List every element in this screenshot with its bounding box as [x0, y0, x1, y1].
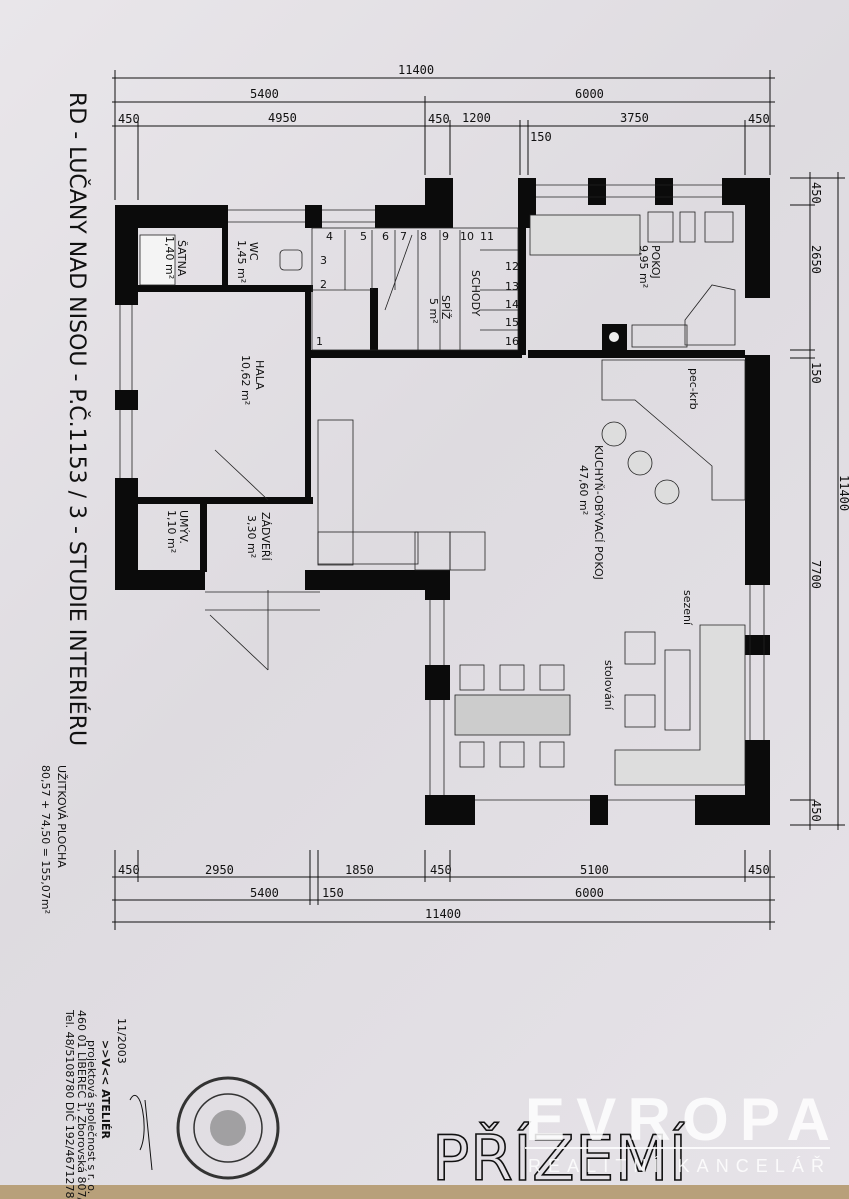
architect-stamp: [176, 1076, 280, 1180]
bottom-dimensions: 450 2950 1850 450 5100 450 5400 150 6000…: [112, 850, 775, 930]
floor-name: PŘÍZEMÍ: [432, 1122, 687, 1195]
dim-bot-m3: 6000: [575, 886, 604, 900]
dim-bot-d5: 5100: [580, 863, 609, 877]
stair-num: 11: [480, 230, 494, 243]
stair-num: 1: [316, 335, 323, 348]
room-labels: ŠATNA 1,40 m² WC 1,45 m² SCHODY SPÍŽ 5 m…: [163, 236, 700, 711]
label-sezeni: sezení: [681, 590, 694, 626]
room-zadveri-name: ZÁDVEŘÍ: [259, 512, 272, 561]
signature: [129, 1095, 153, 1171]
room-kuchyn-area: 47,60 m²: [577, 465, 590, 515]
dim-bot-d2: 2950: [205, 863, 234, 877]
dim-top-mid-2: 6000: [575, 87, 604, 101]
stair-num: 15: [505, 316, 519, 329]
usable-area-value: 80,57 + 74,50 = 155,07m²: [39, 765, 52, 914]
dim-bot-d1: 450: [118, 863, 140, 877]
watermark-sub: REALITNÍ KANCELÁŘ: [528, 1156, 828, 1176]
right-dimensions: 450 2650 150 7700 450 11400: [790, 172, 849, 830]
stair-num: 12: [505, 260, 519, 273]
dim-bot-m2: 150: [322, 886, 344, 900]
room-umyv-area: 1,10 m²: [165, 510, 178, 553]
room-wc-name: WC: [247, 242, 260, 261]
stair-num: 9: [442, 230, 449, 243]
dim-top-d1: 450: [118, 112, 140, 126]
date-handwritten: 11/2003: [115, 1018, 128, 1064]
room-hala-area: 10,62 m²: [239, 355, 252, 405]
dim-right-1: 450: [809, 182, 823, 204]
dim-right-total: 11400: [837, 475, 849, 511]
dim-top-d7: 450: [748, 112, 770, 126]
label-stolovani: stolování: [602, 660, 615, 711]
room-umyv-name: UMÝV.: [177, 510, 190, 544]
stair-num: 13: [505, 280, 519, 293]
room-pokoj-area: 9,95 m²: [637, 245, 650, 288]
dim-bot-d4: 450: [430, 863, 452, 877]
top-dimensions: 11400 5400 6000 450 4950 450 1200 150 37…: [112, 63, 775, 200]
dim-right-3: 150: [809, 362, 823, 384]
stair-num: 7: [400, 230, 407, 243]
stair-num: 14: [505, 298, 519, 311]
studio-block: 11/2003 >>V<< ATELIÉR projektová společn…: [63, 1009, 153, 1199]
room-spiz-area: 5 m²: [427, 298, 440, 324]
room-satna-area: 1,40 m²: [163, 236, 176, 279]
stair-num: 10: [460, 230, 474, 243]
dim-top-d5: 150: [530, 130, 552, 144]
stair-num: 2: [320, 278, 327, 291]
studio-address: 460 01 LIBEREC 1, Zborovská 807/5: [75, 1010, 88, 1199]
stair-num: 6: [382, 230, 389, 243]
studio-company: projektová společnost s r. o.: [85, 1040, 98, 1194]
plan-title: RD - LUČANY NAD NISOU - P.Č.1153 / 3 - S…: [64, 92, 90, 746]
usable-area-label: UŽITKOVÁ PLOCHA: [55, 765, 68, 868]
walls: [115, 178, 770, 825]
dim-right-5: 450: [809, 800, 823, 822]
stair-num: 4: [326, 230, 333, 243]
room-zadveri-area: 3,30 m²: [245, 515, 258, 558]
dim-top-mid-1: 5400: [250, 87, 279, 101]
dim-right-4: 7700: [809, 560, 823, 589]
room-hala-name: HALA: [253, 360, 266, 390]
stair-num: 5: [360, 230, 367, 243]
studio-name: >>V<< ATELIÉR: [99, 1040, 112, 1140]
windows: [119, 184, 765, 801]
dim-top-d2: 4950: [268, 111, 297, 125]
room-spiz-name: SPÍŽ: [439, 295, 452, 320]
room-pokoj-name: POKOJ: [649, 245, 662, 279]
dim-top-d6: 3750: [620, 111, 649, 125]
furniture: [139, 211, 746, 786]
dim-bot-d6: 450: [748, 863, 770, 877]
room-kuchyn-name: KUCHYŇ-OBÝVACÍ POKOJ: [592, 445, 605, 580]
dim-bot-d3: 1850: [345, 863, 374, 877]
dim-top-d3: 450: [428, 112, 450, 126]
dim-bot-m1: 5400: [250, 886, 279, 900]
stair-num: 8: [420, 230, 427, 243]
staircase: [311, 227, 519, 351]
stair-num: 3: [320, 254, 327, 267]
label-pec-krb: pec-krb: [687, 368, 700, 410]
dim-bot-total: 11400: [425, 907, 461, 921]
studio-phone: Tel. 48/5108780 DIČ 192/46712780: [63, 1009, 76, 1199]
dim-top-d4: 1200: [462, 111, 491, 125]
dim-right-2: 2650: [809, 245, 823, 274]
stair-num: 16: [505, 335, 519, 348]
dim-top-total: 11400: [398, 63, 434, 77]
room-wc-area: 1,45 m²: [235, 240, 248, 283]
room-satna-name: ŠATNA: [175, 240, 188, 277]
room-schody: SCHODY: [469, 270, 482, 316]
stair-numbers: 1 2 3 4 5 6 7 8 9 10 11 12 13 14 15 16: [316, 230, 519, 348]
